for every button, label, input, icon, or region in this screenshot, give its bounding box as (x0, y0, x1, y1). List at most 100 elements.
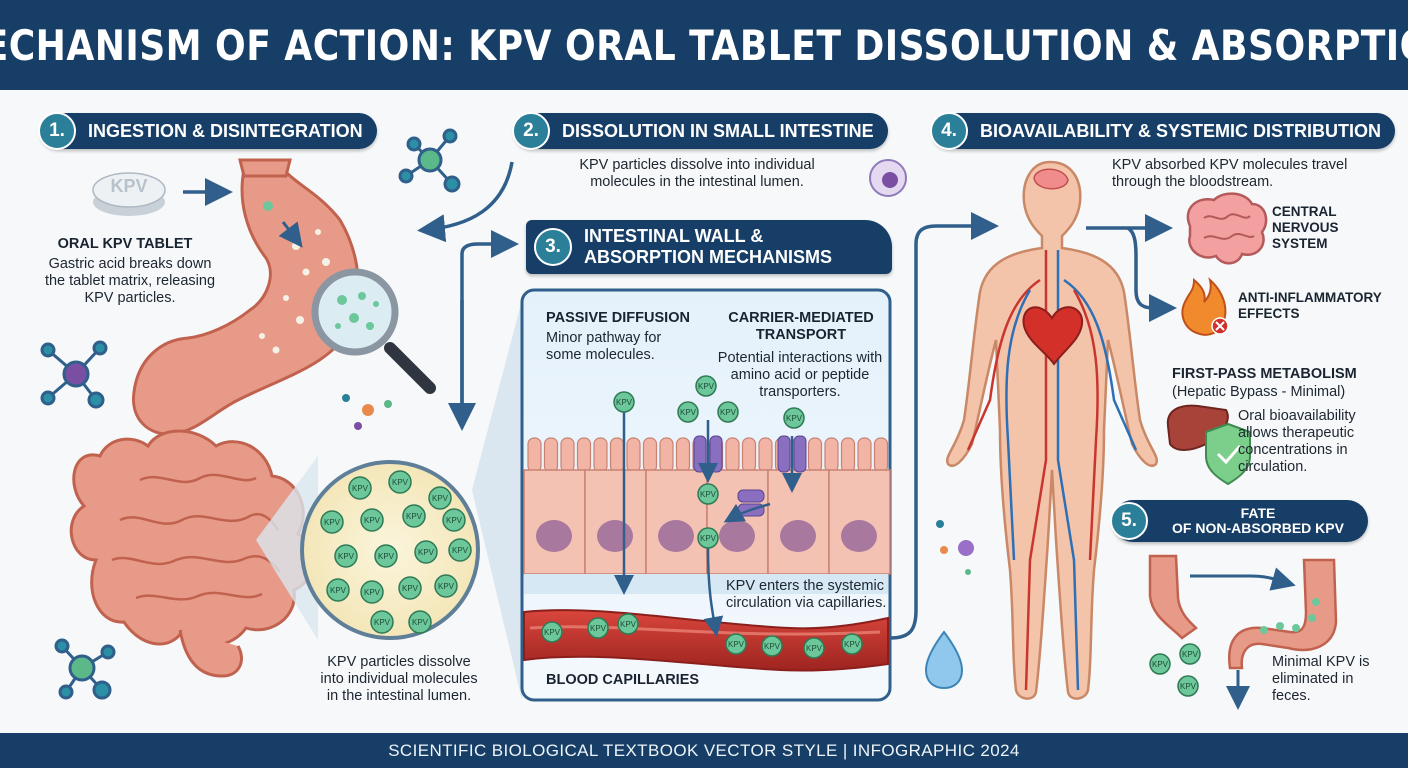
flame-icon (1181, 277, 1229, 336)
enterocyte (523, 469, 586, 575)
step2-number: 2. (512, 112, 550, 150)
arrow-to-inflammation (1126, 226, 1177, 322)
enterocyte (767, 469, 830, 575)
panel-molecule-6-label: KPV (700, 490, 717, 499)
panel-molecule-6: KPV (697, 483, 719, 505)
liver-shield-icon (1166, 404, 1251, 486)
dissolution-text: KPV particles dissolve into individual m… (579, 157, 815, 190)
enterocyte (828, 469, 891, 575)
passive-heading: PASSIVE DIFFUSION (546, 310, 690, 326)
enterocyte (706, 469, 769, 575)
blood-molecule-4-label: KPV (728, 640, 745, 649)
lumen-molecule-5-label: KPV (364, 516, 381, 525)
molecule-icon-bottom (54, 638, 116, 700)
lumen-molecule-16: KPV (370, 610, 394, 634)
panel-molecule-3: KPV (677, 401, 699, 423)
zoom-callout (256, 456, 318, 640)
step1-pill: 1. INGESTION & DISINTEGRATION (38, 112, 377, 150)
panel-molecule-2: KPV (695, 375, 717, 397)
droplet-icon (924, 630, 964, 690)
molecule-icon-left (40, 340, 108, 409)
blood-molecule-1-label: KPV (544, 628, 561, 637)
lumen-molecule-5: KPV (360, 508, 384, 532)
step5-label: FATE OF NON-ABSORBED KPV (1148, 506, 1368, 536)
step3-pill: 3. INTESTINAL WALL & ABSORPTION MECHANIS… (526, 220, 892, 274)
lumen-molecule-11: KPV (448, 538, 472, 562)
blood-molecule-1: KPV (541, 621, 563, 643)
step3-label: INTESTINAL WALL & ABSORPTION MECHANISMS (584, 226, 833, 267)
step5-number: 5. (1110, 502, 1148, 540)
villus (609, 437, 625, 473)
firstpass-text: Oral bioavailability allows therapeutic … (1238, 408, 1356, 475)
step1-label: INGESTION & DISINTEGRATION (88, 120, 363, 141)
villus (873, 437, 889, 473)
fate-molecule-1-label: KPV (1152, 660, 1169, 669)
colon-icon (1148, 554, 1338, 670)
villus (857, 437, 872, 473)
blood-molecule-5: KPV (761, 635, 783, 657)
panel-molecule-3-label: KPV (680, 408, 697, 417)
blood-molecule-7-label: KPV (844, 640, 861, 649)
lumen-molecule-12-label: KPV (330, 586, 347, 595)
lumen-molecule-8: KPV (334, 544, 358, 568)
step5-pill: 5. FATE OF NON-ABSORBED KPV (1110, 500, 1368, 542)
lumen-molecule-4-label: KPV (324, 518, 341, 527)
lumen-molecule-14-label: KPV (402, 584, 419, 593)
brain-icon (1186, 192, 1268, 265)
cell-icon (869, 159, 907, 197)
villus (741, 437, 757, 473)
panel-molecule-4: KPV (717, 401, 739, 423)
fate-text: Minimal KPV is eliminated in feces. (1272, 654, 1370, 704)
tablet-text: Gastric acid breaks down the tablet matr… (44, 256, 216, 306)
step2-pill: 2. DISSOLUTION IN SMALL INTESTINE (512, 112, 888, 150)
fate-molecule-3: KPV (1177, 675, 1199, 697)
lumen-molecules: KPV KPV KPV KPV KPV KPV KPV KPV KPV KPV KPV KPV KPV K… (320, 470, 472, 634)
blood-molecule-2-label: KPV (590, 624, 607, 633)
lumen-molecule-15: KPV (434, 574, 458, 598)
lumen-molecule-7-label: KPV (446, 516, 463, 525)
enterocyte (645, 469, 708, 575)
lumen-molecule-17-label: KPV (412, 618, 429, 627)
panel-molecule-5-label: KPV (786, 414, 803, 423)
callout-wedge (472, 300, 522, 700)
page-footer: SCIENTIFIC BIOLOGICAL TEXTBOOK VECTOR ST… (0, 733, 1408, 768)
intestine-text: KPV particles dissolve into individual m… (320, 654, 478, 704)
molecule-icon-top (398, 128, 461, 193)
lumen-molecule-13-label: KPV (364, 588, 381, 597)
lumen-molecule-16-label: KPV (374, 618, 391, 627)
panel-molecule-5: KPV (783, 407, 805, 429)
lumen-molecule-12: KPV (326, 578, 350, 602)
lumen-molecule-8-label: KPV (338, 552, 355, 561)
blood-molecule-3-label: KPV (620, 620, 637, 629)
blood-molecule-6: KPV (803, 637, 825, 659)
step4-label: BIOAVAILABILITY & SYSTEMIC DISTRIBUTION (980, 120, 1382, 141)
circulation-text: KPV enters the systemic circulation via … (726, 578, 887, 611)
lumen-molecule-17: KPV (408, 610, 432, 634)
arrow-colon (1190, 567, 1296, 591)
villus (675, 437, 691, 473)
villus (659, 437, 674, 473)
villus (626, 437, 641, 473)
blood-molecule-5-label: KPV (764, 642, 781, 651)
lumen-molecule-4: KPV (320, 510, 344, 534)
fate-molecule-1: KPV (1149, 653, 1171, 675)
capillaries-label: BLOOD CAPILLARIES (546, 672, 700, 688)
panel-molecule-1-label: KPV (616, 398, 633, 407)
lumen-molecule-1: KPV (348, 476, 372, 500)
tablet-mark: KPV (110, 176, 148, 196)
panel-molecule-4-label: KPV (720, 408, 737, 417)
lumen-molecule-10-label: KPV (418, 548, 435, 557)
confetti-dots (342, 394, 392, 430)
lumen-molecule-6-label: KPV (406, 512, 423, 521)
lumen-molecule-14: KPV (398, 576, 422, 600)
step5-label-line1: FATE (1240, 505, 1276, 521)
lumen-molecule-2-label: KPV (392, 478, 409, 487)
step4-number: 4. (930, 112, 968, 150)
lumen-molecule-3-label: KPV (432, 494, 449, 503)
cns-label: CENTRAL NERVOUS SYSTEM (1272, 204, 1339, 251)
lumen-molecule-9: KPV (374, 544, 398, 568)
villus (543, 437, 559, 473)
panel-molecule-2-label: KPV (698, 382, 715, 391)
